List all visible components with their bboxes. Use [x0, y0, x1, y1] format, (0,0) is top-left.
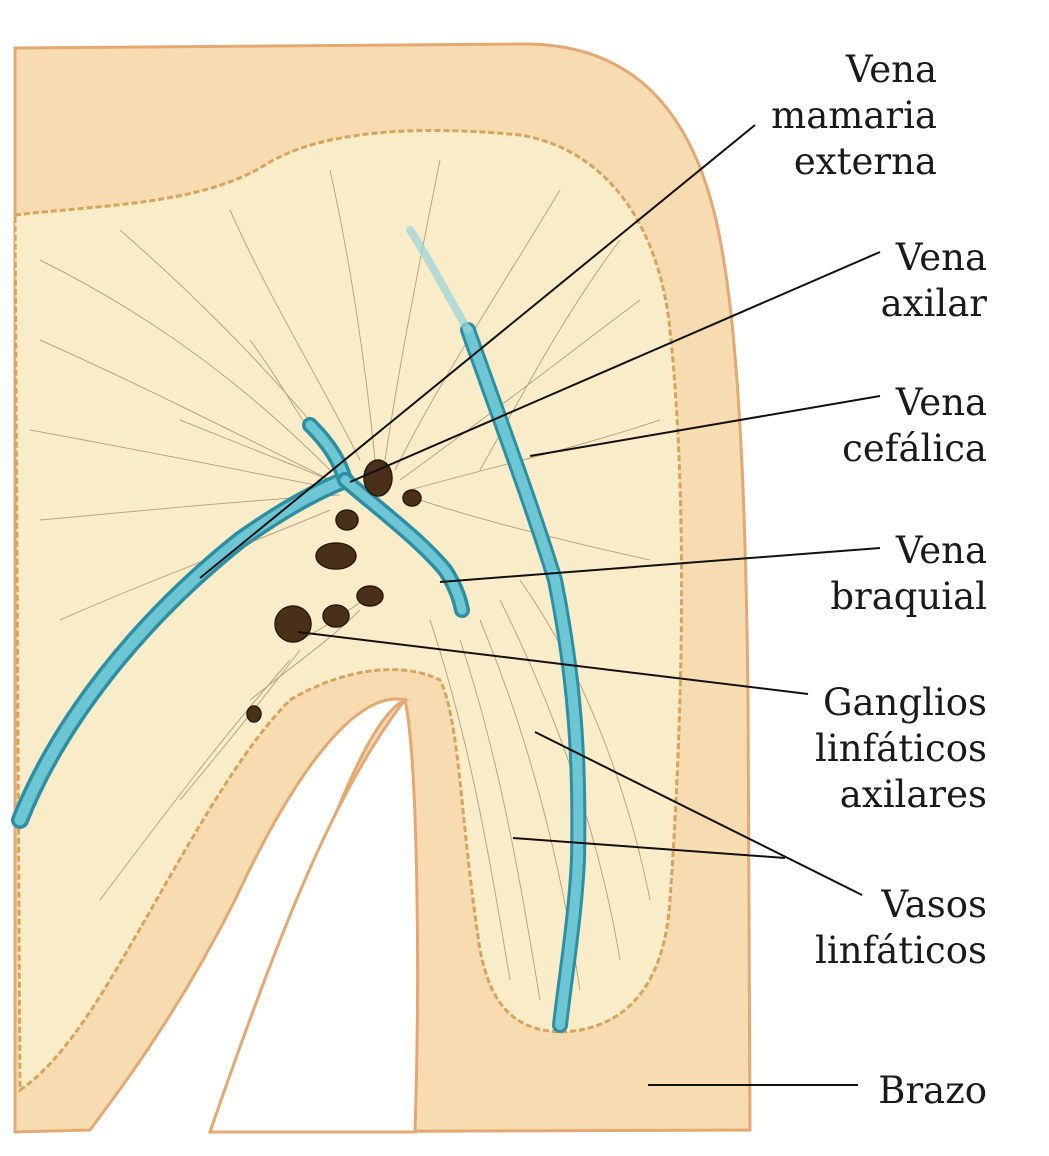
label-line: mamaria	[771, 93, 937, 139]
label-line: axilares	[815, 772, 987, 818]
label-line: axilar	[881, 281, 987, 327]
lymph-node	[336, 510, 358, 530]
label-brazo: Brazo	[878, 1068, 987, 1114]
label-ganglios-linfaticos-axilares: Ganglios linfáticos axilares	[815, 680, 987, 818]
label-line: Vena	[830, 528, 987, 574]
label-line: linfáticos	[815, 928, 987, 974]
label-line: linfáticos	[815, 726, 987, 772]
label-line: Ganglios	[815, 680, 987, 726]
label-line: braquial	[830, 574, 987, 620]
label-line: Vena	[771, 47, 937, 93]
lymph-node	[323, 605, 349, 627]
lymph-node	[275, 606, 311, 642]
label-vena-cefalica: Vena cefálica	[842, 380, 987, 472]
label-line: Brazo	[878, 1068, 987, 1114]
label-line: Vena	[881, 235, 987, 281]
label-line: externa	[771, 139, 937, 185]
lymph-node	[403, 490, 421, 506]
label-vena-mamaria-externa: Vena mamaria externa	[771, 47, 937, 185]
label-line: cefálica	[842, 426, 987, 472]
lymph-node	[357, 586, 383, 606]
lymph-node	[247, 706, 261, 722]
label-line: Vasos	[815, 882, 987, 928]
label-line: Vena	[842, 380, 987, 426]
label-vena-axilar: Vena axilar	[881, 235, 987, 327]
label-vena-braquial: Vena braquial	[830, 528, 987, 620]
lymph-node	[316, 543, 356, 569]
label-vasos-linfaticos: Vasos linfáticos	[815, 882, 987, 974]
